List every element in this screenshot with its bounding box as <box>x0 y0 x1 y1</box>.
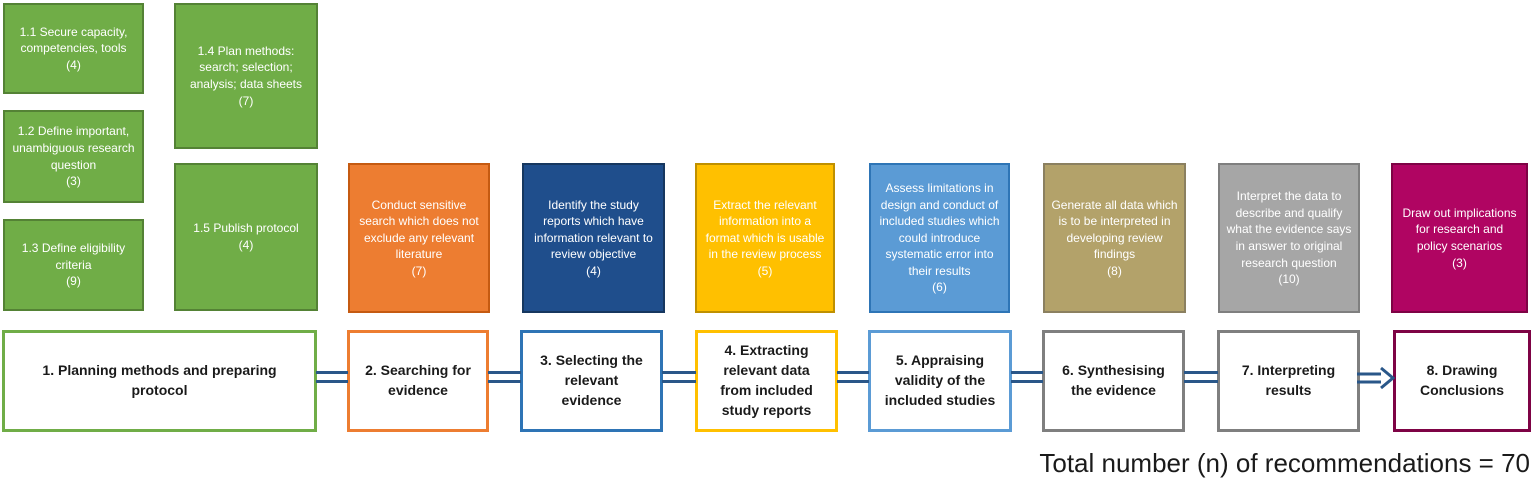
connector-3-4 <box>662 371 696 383</box>
total-recommendations-text: Total number (n) of recommendations = 70 <box>1039 448 1530 478</box>
planning-box-1-2-count: (3) <box>66 174 81 189</box>
stage-box-7-interpreting: 7. Interpreting results <box>1217 330 1360 432</box>
planning-box-1-1-label: 1.1 Secure capacity, competencies, tools <box>19 24 128 56</box>
planning-box-1-5-count: (4) <box>238 238 254 252</box>
stage-box-4-extracting: 4. Extracting relevant data from include… <box>695 330 838 432</box>
task-box-appraising-count: (6) <box>932 280 947 295</box>
planning-box-1-4: 1.4 Plan methods: search; selection; ana… <box>174 3 318 149</box>
connector-6-7 <box>1184 371 1218 383</box>
stage-box-2-label: 2. Searching for evidence <box>365 362 471 398</box>
task-box-selecting-label: Identify the study reports which have in… <box>534 197 653 262</box>
task-box-conclusions-label: Draw out implications for research and p… <box>1402 205 1517 253</box>
stage-box-8-label: 8. Drawing Conclusions <box>1419 362 1504 398</box>
stage-box-5-label: 5. Appraising validity of the included s… <box>884 352 996 408</box>
task-box-synthesising-label: Generate all data which is to be interpr… <box>1051 197 1178 262</box>
stage-box-2-searching: 2. Searching for evidence <box>347 330 489 432</box>
planning-box-1-2: 1.2 Define important, unambiguous resear… <box>3 110 144 203</box>
task-box-extracting-count: (5) <box>757 263 773 278</box>
task-box-appraising: Assess limitations in design and conduct… <box>869 163 1010 313</box>
task-box-interpreting-count: (10) <box>1278 272 1300 287</box>
task-box-selecting-count: (4) <box>586 263 601 278</box>
planning-box-1-4-label: 1.4 Plan methods: search; selection; ana… <box>189 43 303 91</box>
planning-box-1-3-count: (9) <box>66 274 81 289</box>
task-box-extracting-label: Extract the relevant information into a … <box>705 197 825 262</box>
stage-box-6-synthesising: 6. Synthesising the evidence <box>1042 330 1185 432</box>
planning-box-1-3-label: 1.3 Define eligibility criteria <box>21 241 126 272</box>
planning-box-1-1: 1.1 Secure capacity, competencies, tools… <box>3 3 144 94</box>
planning-box-1-2-label: 1.2 Define important, unambiguous resear… <box>12 124 135 172</box>
stage-box-8-conclusions: 8. Drawing Conclusions <box>1393 330 1531 432</box>
task-box-synthesising-count: (8) <box>1107 263 1122 278</box>
planning-box-1-4-count: (7) <box>238 93 254 108</box>
task-box-searching-count: (7) <box>411 263 427 278</box>
planning-box-1-5-label: 1.5 Publish protocol <box>193 221 299 236</box>
stage-box-3-label: 3. Selecting the relevant evidence <box>540 352 643 408</box>
task-box-synthesising: Generate all data which is to be interpr… <box>1043 163 1186 313</box>
task-box-appraising-label: Assess limitations in design and conduct… <box>879 181 1000 278</box>
stage-box-4-label: 4. Extracting relevant data from include… <box>720 342 813 418</box>
flow-arrow-icon <box>1357 366 1396 390</box>
planning-box-1-5: 1.5 Publish protocol (4) <box>174 163 318 311</box>
connector-5-6 <box>1011 371 1043 383</box>
stage-box-6-label: 6. Synthesising the evidence <box>1062 362 1165 398</box>
task-box-searching: Conduct sensitive search which does not … <box>348 163 490 313</box>
connector-2-3 <box>488 371 521 383</box>
stage-box-7-label: 7. Interpreting results <box>1241 362 1336 398</box>
task-box-searching-label: Conduct sensitive search which does not … <box>359 197 479 262</box>
connector-1-2 <box>316 371 348 383</box>
stage-box-1-planning: 1. Planning methods and preparing protoc… <box>2 330 317 432</box>
task-box-interpreting: Interpret the data to describe and quali… <box>1218 163 1360 313</box>
planning-box-1-3: 1.3 Define eligibility criteria (9) <box>3 219 144 311</box>
stage-box-1-label: 1. Planning methods and preparing protoc… <box>42 362 277 398</box>
stage-box-5-appraising: 5. Appraising validity of the included s… <box>868 330 1012 432</box>
stage-box-3-selecting: 3. Selecting the relevant evidence <box>520 330 663 432</box>
task-box-extracting: Extract the relevant information into a … <box>695 163 835 313</box>
task-box-selecting: Identify the study reports which have in… <box>522 163 665 313</box>
connector-4-5 <box>837 371 869 383</box>
task-box-conclusions-count: (3) <box>1452 255 1467 270</box>
task-box-interpreting-label: Interpret the data to describe and quali… <box>1226 189 1352 270</box>
planning-box-1-1-count: (4) <box>66 57 81 72</box>
task-box-conclusions: Draw out implications for research and p… <box>1391 163 1528 313</box>
